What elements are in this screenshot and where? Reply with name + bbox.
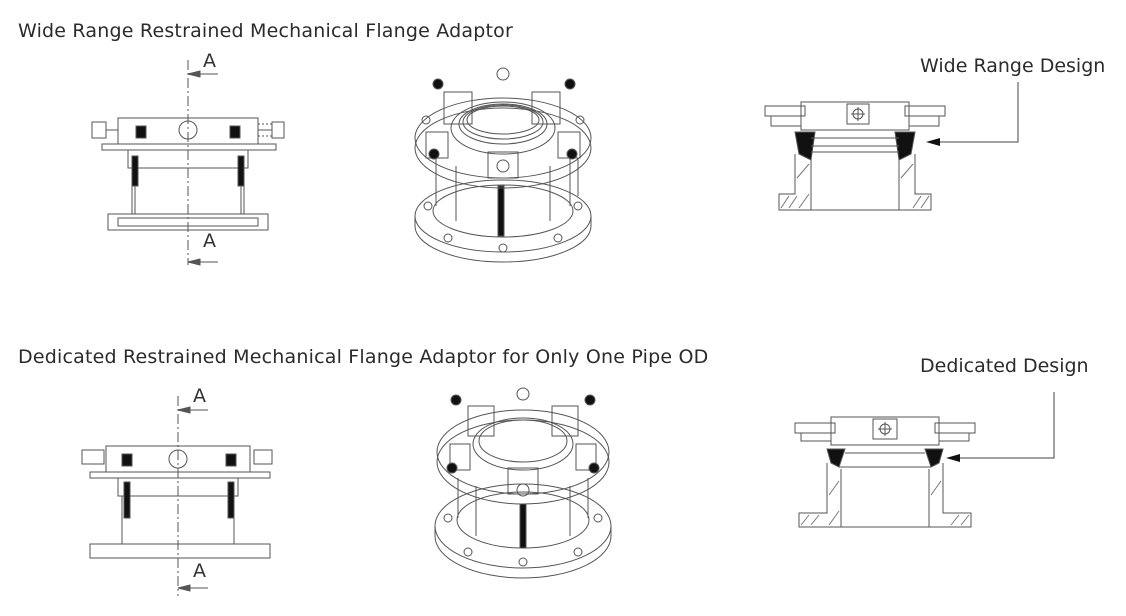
wide-range-isometric-view (408, 66, 598, 261)
dedicated-side-view (78, 396, 278, 601)
wide-range-leader (926, 82, 1030, 146)
section-mark-top-lower: A (203, 230, 216, 252)
section-mark-bottom-lower: A (193, 560, 206, 582)
dedicated-isometric-view (428, 386, 618, 576)
dedicated-cross-section (795, 415, 975, 530)
dedicated-title: Dedicated Restrained Mechanical Flange A… (18, 346, 709, 368)
dedicated-design-callout: Dedicated Design (920, 355, 1089, 377)
dedicated-leader (946, 392, 1060, 462)
wide-range-side-view (88, 60, 298, 270)
wide-range-title: Wide Range Restrained Mechanical Flange … (18, 20, 513, 42)
wide-range-cross-section (765, 98, 945, 216)
wide-range-design-callout: Wide Range Design (920, 55, 1106, 77)
section-mark-bottom-upper: A (193, 385, 206, 407)
section-mark-top-upper: A (203, 50, 216, 72)
